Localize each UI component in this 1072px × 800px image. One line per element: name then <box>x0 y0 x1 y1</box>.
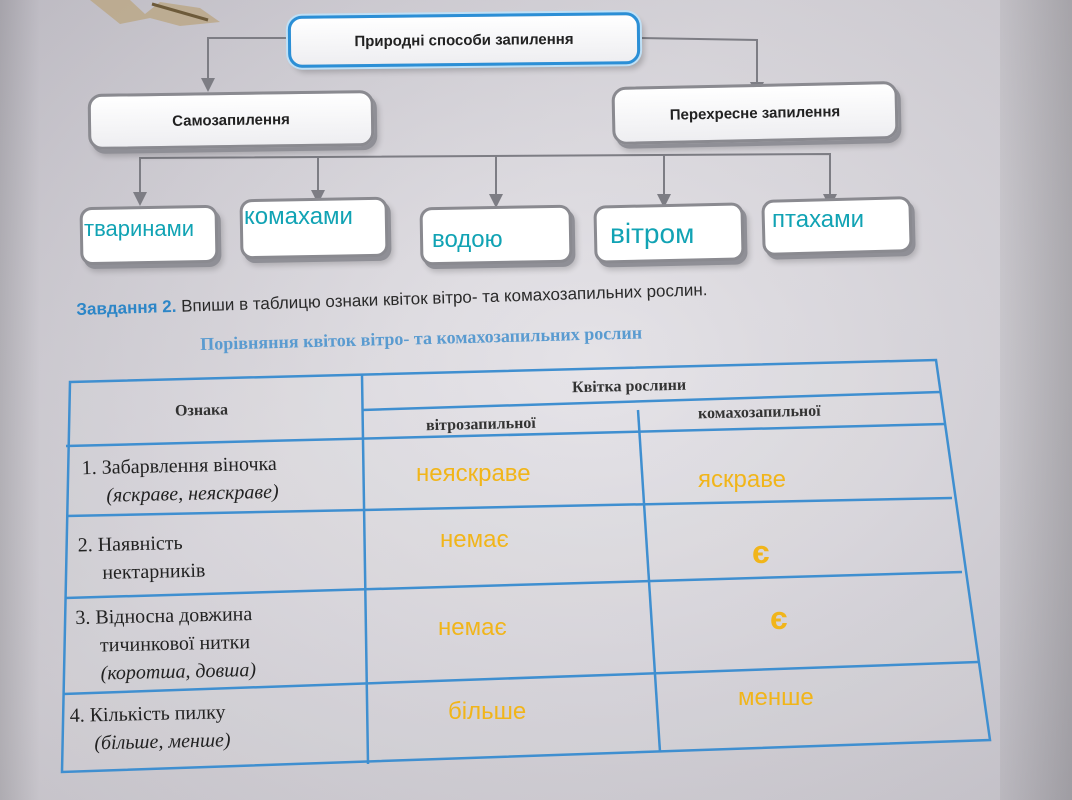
answer-row-2-insect: є <box>752 534 770 570</box>
row-4-line-1: 4. Кількість пилку <box>69 701 226 727</box>
row-1-line-2: (яскраве, неяскраве) <box>106 480 279 507</box>
row-4-label: 4. Кількість пилку (більше, менше) <box>69 698 231 758</box>
header-feature: Ознака <box>174 401 229 420</box>
row-3-line-2: тичинкової нитки <box>99 631 251 657</box>
leaf-water: водою <box>432 226 503 253</box>
leaf-animals: тваринами <box>84 216 195 241</box>
leaf-insects: комахами <box>244 203 353 230</box>
header-col-wind: вітрозапильної <box>425 414 536 435</box>
illustration-fragment <box>90 0 220 26</box>
answer-row-3-insect: є <box>770 600 788 636</box>
leaf-wind: вітром <box>610 218 695 249</box>
row-3-line-1: 3. Відносна довжина <box>75 603 253 630</box>
answer-row-1-insect: яскраве <box>698 466 787 493</box>
answer-row-4-insect: менше <box>738 684 814 711</box>
answer-row-1-wind: неяскраве <box>416 460 531 487</box>
book-binding-shadow <box>1000 0 1072 800</box>
row-1-label: 1. Забарвлення віночка (яскраве, неяскра… <box>81 450 279 510</box>
row-3-line-3: (коротша, довша) <box>100 658 257 685</box>
row-2-line-1: 2. Наявність <box>77 532 183 557</box>
leaf-birds: птахами <box>772 206 865 233</box>
row-1-line-1: 1. Забарвлення віночка <box>81 452 278 480</box>
row-2-label: 2. Наявність нектарників <box>77 529 205 588</box>
row-3-label: 3. Відносна довжина тичинкової нитки (ко… <box>75 600 256 688</box>
header-col-insect: комахозапильної <box>697 402 821 423</box>
row-2-line-2: нектарників <box>102 559 206 584</box>
row-4-line-2: (більше, менше) <box>94 729 231 755</box>
page-edge-shadow <box>0 0 40 800</box>
answer-row-3-wind: немає <box>438 614 507 641</box>
header-group: Квітка рослини <box>571 376 687 397</box>
answer-row-2-wind: немає <box>440 526 509 553</box>
answer-row-4-wind: більше <box>448 698 527 725</box>
